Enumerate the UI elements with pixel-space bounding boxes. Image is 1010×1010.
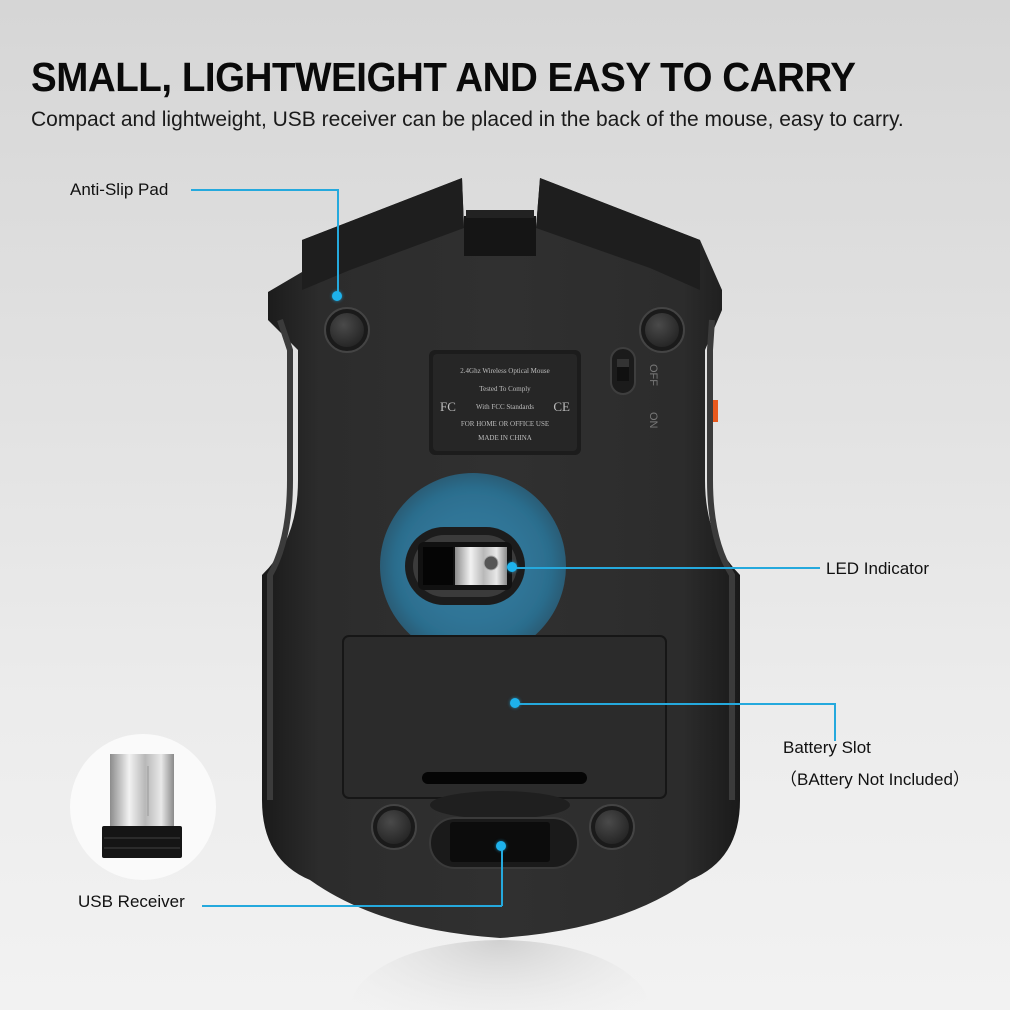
subheadline: Compact and lightweight, USB receiver ca… <box>31 108 904 131</box>
svg-text:FOR HOME OR OFFICE USE: FOR HOME OR OFFICE USE <box>461 420 549 428</box>
battery-slot-dot <box>510 698 520 708</box>
headline: SMALL, LIGHTWEIGHT AND EASY TO CARRY <box>31 54 856 100</box>
label-plate: 2.4Ghz Wireless Optical Mouse Tested To … <box>429 350 581 455</box>
anti-slip-pad-leader-v <box>337 189 339 296</box>
anti-slip-pad-leader-h <box>191 189 338 191</box>
power-switch[interactable]: OFF ON <box>610 347 659 429</box>
anti-slip-pad-top-left <box>324 307 370 353</box>
svg-text:Tested To Comply: Tested To Comply <box>479 385 531 393</box>
usb-receiver-leader-h <box>202 905 502 907</box>
led-indicator-leader <box>512 567 820 569</box>
led-indicator-dot <box>507 562 517 572</box>
svg-text:MADE IN CHINA: MADE IN CHINA <box>478 434 532 442</box>
anti-slip-pad-bottom-left <box>371 804 417 850</box>
usb-receiver-icon <box>102 754 182 858</box>
anti-slip-pad-bottom-right <box>589 804 635 850</box>
led-indicator-area <box>380 473 566 659</box>
usb-receiver-label: USB Receiver <box>78 892 185 911</box>
svg-text:2.4Ghz Wireless Optical Mouse: 2.4Ghz Wireless Optical Mouse <box>460 367 549 375</box>
led-indicator-label: LED Indicator <box>826 559 929 578</box>
svg-text:ON: ON <box>647 412 659 429</box>
svg-text:OFF: OFF <box>647 364 659 386</box>
svg-text:With FCC Standards: With FCC Standards <box>476 403 534 411</box>
anti-slip-pad-top-right <box>639 307 685 353</box>
usb-receiver-dot <box>496 841 506 851</box>
svg-text:CE: CE <box>553 399 570 414</box>
battery-cover <box>342 635 667 799</box>
svg-text:FC: FC <box>440 399 456 414</box>
battery-slot-label: Battery Slot <box>783 738 871 757</box>
battery-note-label: （BAttery Not Included） <box>780 770 970 789</box>
battery-slot-leader-h <box>516 703 835 705</box>
usb-receiver-leader-v <box>501 846 503 906</box>
anti-slip-pad-dot <box>332 291 342 301</box>
battery-slot-leader-v <box>834 703 836 741</box>
anti-slip-pad-label: Anti-Slip Pad <box>70 180 169 199</box>
